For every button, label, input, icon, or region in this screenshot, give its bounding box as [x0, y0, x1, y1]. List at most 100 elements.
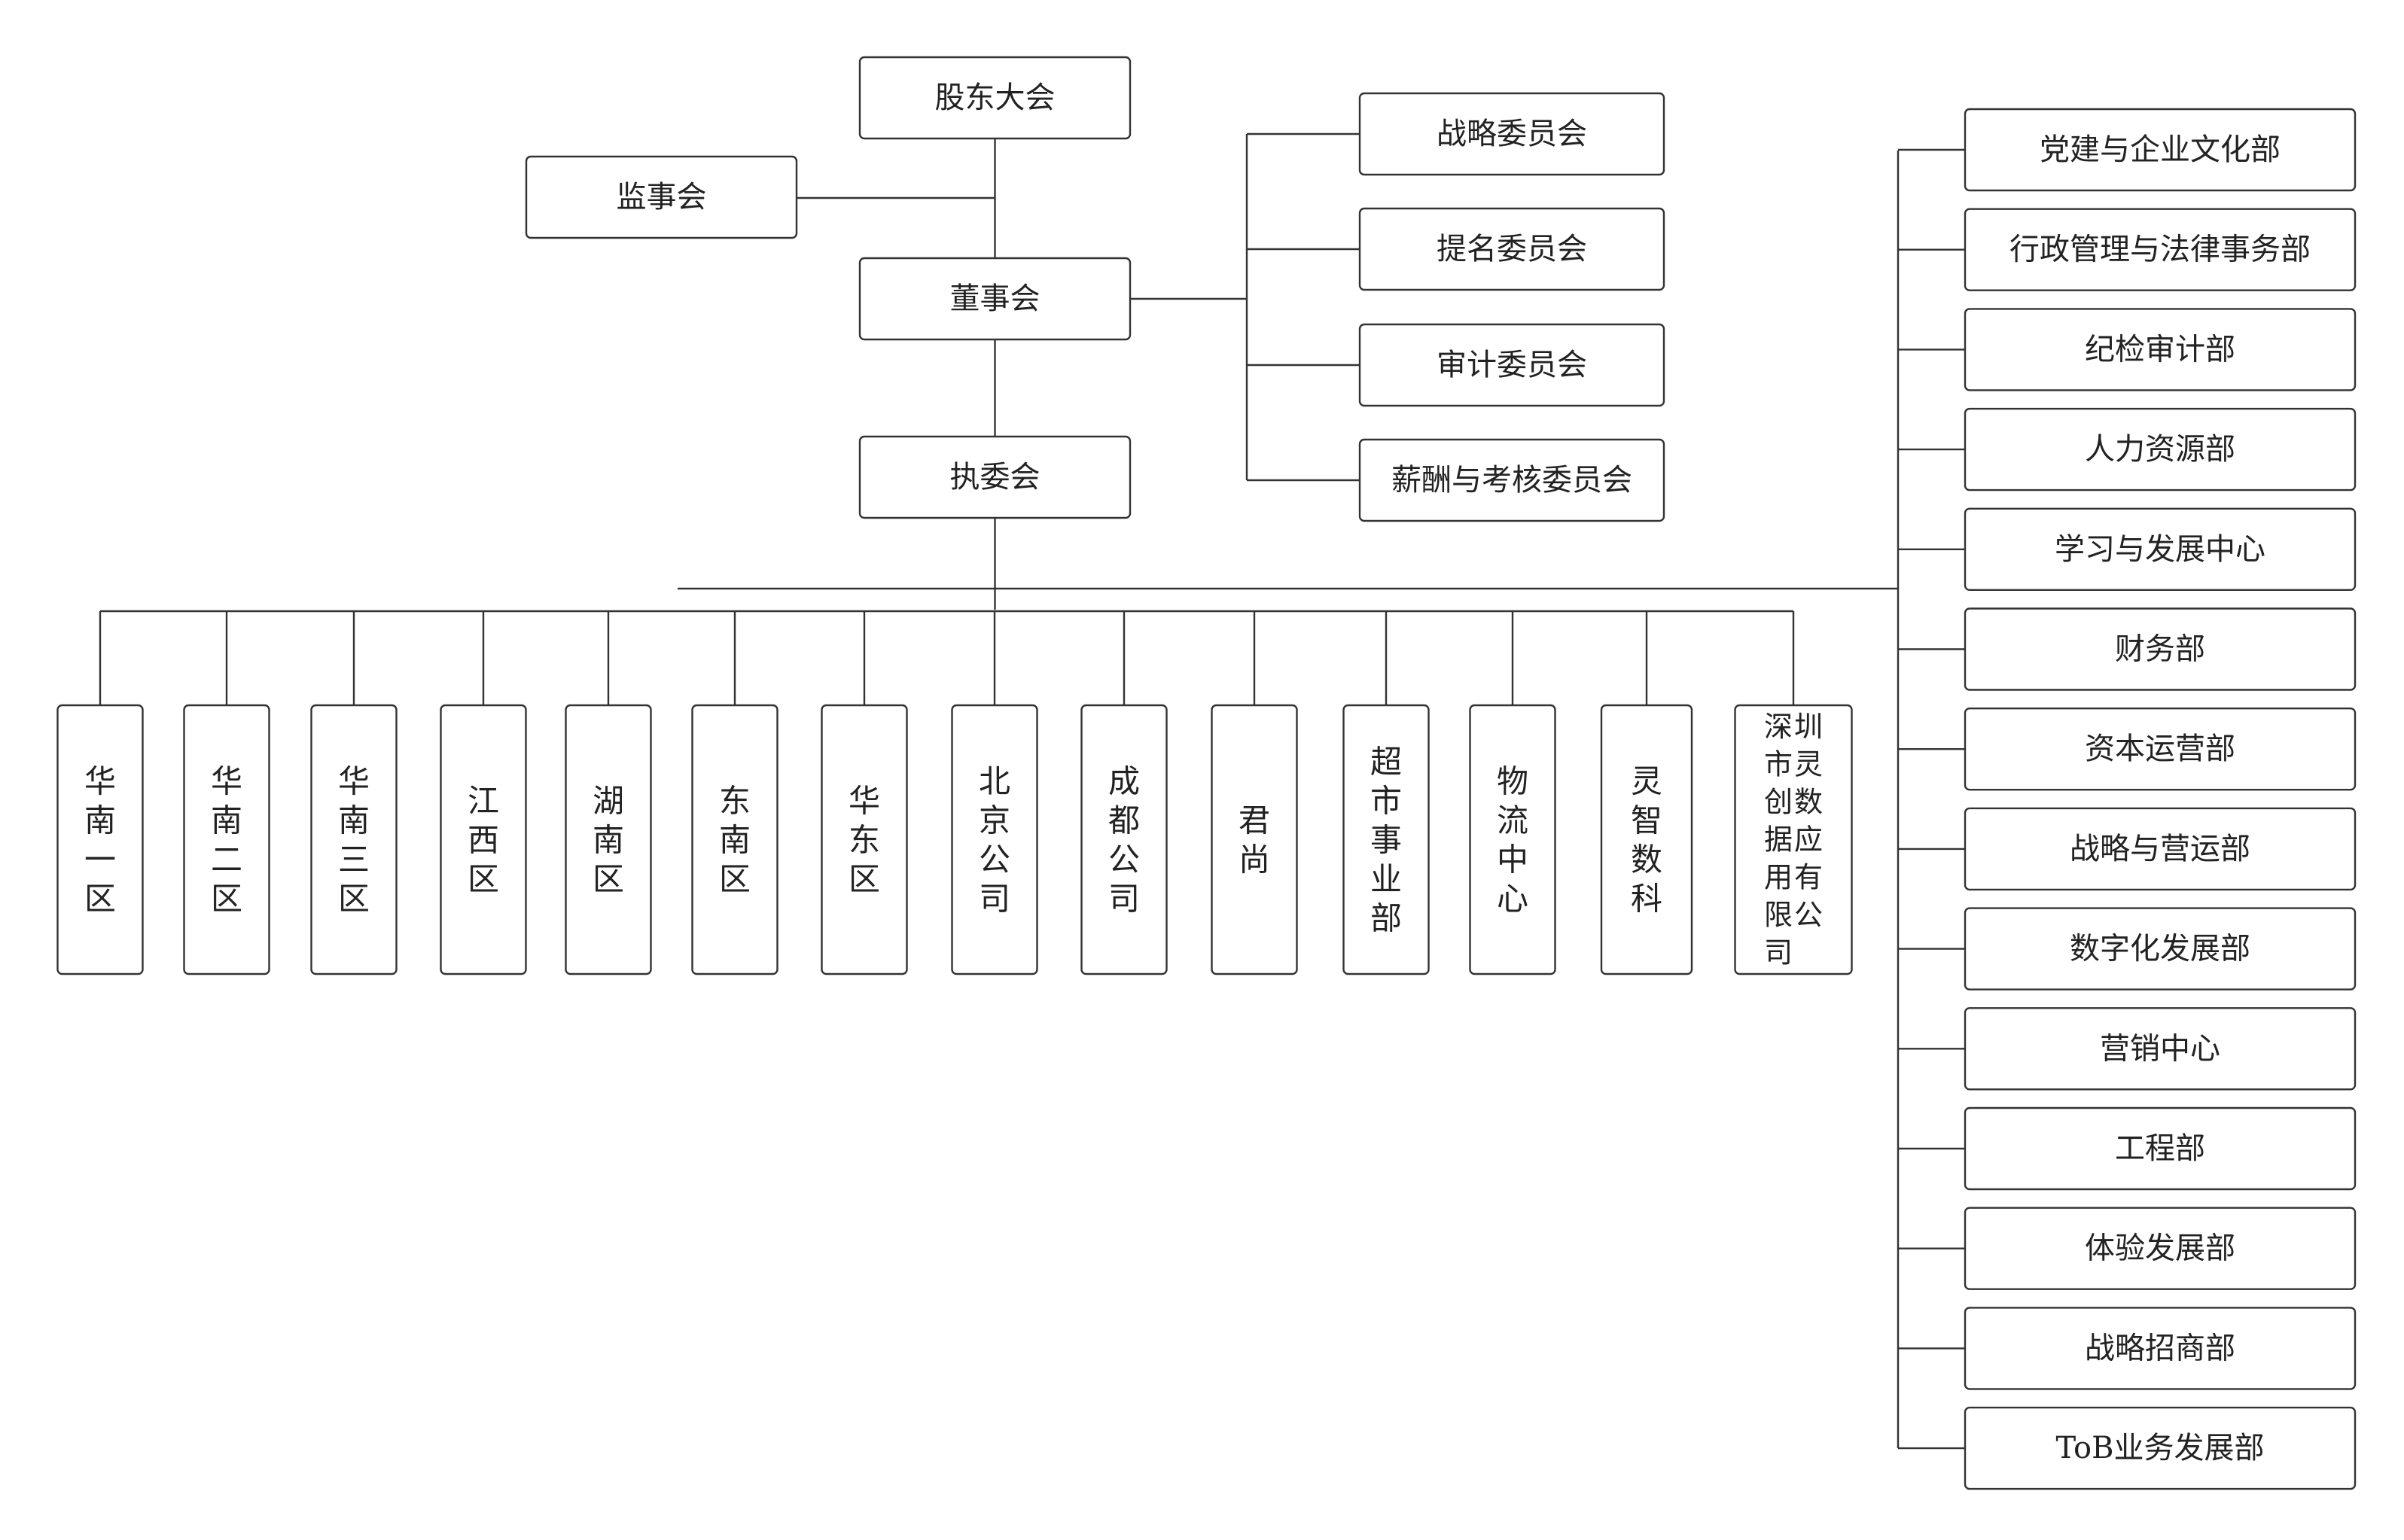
business-unit-7-label: 华东区: [849, 782, 880, 897]
department-9-label: 数字化发展部: [2070, 932, 2250, 966]
business-unit-8: 北京公司: [951, 704, 1038, 975]
shareholders-meeting-label: 股东大会: [935, 81, 1056, 115]
committee-4-box: [1358, 438, 1665, 522]
business-unit-2: 华南二区: [183, 704, 270, 975]
business-unit-5-box: [565, 704, 652, 975]
department-5-label: 学习与发展中心: [2055, 532, 2265, 567]
department-12: 体验发展部: [1964, 1207, 2357, 1290]
board-of-supervisors-box: [525, 155, 798, 239]
department-1: 党建与企业文化部: [1964, 108, 2357, 192]
board-of-supervisors: 监事会: [525, 155, 798, 239]
business-unit-9-box: [1080, 704, 1168, 975]
business-unit-2-label: 华南二区: [211, 762, 242, 917]
business-unit-6-label: 东南区: [719, 782, 751, 897]
committee-4-label: 薪酬与考核委员会: [1391, 463, 1632, 498]
business-unit-2-box: [183, 704, 270, 975]
business-unit-12: 物流中心: [1469, 704, 1556, 975]
department-10-label: 营销中心: [2100, 1031, 2220, 1066]
business-unit-13: 灵智数科: [1600, 704, 1693, 975]
department-4: 人力资源部: [1964, 407, 2357, 492]
department-14-box: [1964, 1406, 2357, 1490]
department-7-label: 资本运营部: [2085, 732, 2235, 766]
department-4-box: [1964, 407, 2357, 492]
business-unit-12-label: 物流中心: [1497, 762, 1528, 917]
committee-3-label: 审计委员会: [1437, 348, 1587, 382]
department-12-box: [1964, 1207, 2357, 1290]
business-unit-5-label: 湖南区: [593, 782, 624, 897]
board-of-supervisors-label: 监事会: [617, 180, 707, 215]
department-12-label: 体验发展部: [2085, 1231, 2235, 1266]
department-6-label: 财务部: [2115, 632, 2205, 667]
business-unit-9-label: 成都公司: [1108, 762, 1140, 917]
department-1-box: [1964, 108, 2357, 192]
business-unit-4-label: 江西区: [468, 782, 499, 897]
business-unit-3: 华南三区: [310, 704, 398, 975]
department-6-box: [1964, 607, 2357, 691]
business-unit-6: 东南区: [691, 704, 778, 975]
department-2-label: 行政管理与法律事务部: [2009, 233, 2311, 267]
department-1-label: 党建与企业文化部: [2040, 132, 2281, 167]
business-unit-8-label: 北京公司: [979, 762, 1010, 917]
business-unit-14: 深圳市灵创数据应用有限公司: [1734, 704, 1853, 975]
department-8-box: [1964, 807, 2357, 891]
committee-2: 提名委员会: [1358, 207, 1665, 291]
shareholders-meeting: 股东大会: [858, 56, 1132, 140]
department-13: 战略招商部: [1964, 1307, 2357, 1390]
business-unit-1-box: [56, 704, 144, 975]
business-unit-4-box: [440, 704, 527, 975]
department-7: 资本运营部: [1964, 708, 2357, 791]
business-unit-12-box: [1469, 704, 1556, 975]
department-5: 学习与发展中心: [1964, 507, 2357, 591]
business-unit-7: 华东区: [821, 704, 908, 975]
department-6: 财务部: [1964, 607, 2357, 691]
board-of-directors-label: 董事会: [950, 282, 1041, 316]
department-8: 战略与营运部: [1964, 807, 2357, 891]
department-9-box: [1964, 907, 2357, 991]
business-unit-1-label: 华南一区: [84, 762, 116, 917]
committee-4: 薪酬与考核委员会: [1358, 438, 1665, 522]
department-10-box: [1964, 1007, 2357, 1091]
business-unit-13-label: 灵智数科: [1631, 762, 1662, 917]
department-8-label: 战略与营运部: [2070, 832, 2250, 866]
shareholders-meeting-box: [858, 56, 1132, 140]
committee-1-label: 战略委员会: [1437, 117, 1587, 151]
executive-committee: 执委会: [858, 435, 1132, 519]
department-2: 行政管理与法律事务部: [1964, 208, 2357, 291]
department-11-label: 工程部: [2115, 1131, 2205, 1166]
department-11-box: [1964, 1106, 2357, 1191]
business-unit-10-box: [1211, 704, 1298, 975]
committee-1-box: [1358, 92, 1665, 176]
business-unit-14-box: [1734, 704, 1853, 975]
department-3-box: [1964, 308, 2357, 391]
business-unit-3-label: 华南三区: [338, 762, 370, 917]
business-unit-4: 江西区: [440, 704, 527, 975]
business-unit-11-label: 超市事业部: [1370, 743, 1402, 936]
department-5-box: [1964, 507, 2357, 591]
executive-committee-label: 执委会: [950, 460, 1041, 495]
department-14-label: ToB业务发展部: [2055, 1431, 2264, 1465]
business-unit-10: 君尚: [1211, 704, 1298, 975]
business-unit-7-box: [821, 704, 908, 975]
committee-3: 审计委员会: [1358, 323, 1665, 407]
business-unit-8-box: [951, 704, 1038, 975]
committee-2-label: 提名委员会: [1437, 232, 1587, 266]
department-2-box: [1964, 208, 2357, 291]
business-unit-10-label: 君尚: [1239, 802, 1270, 878]
department-4-label: 人力资源部: [2085, 432, 2235, 467]
department-9: 数字化发展部: [1964, 907, 2357, 991]
board-of-directors: 董事会: [858, 257, 1132, 341]
business-unit-13-box: [1600, 704, 1693, 975]
business-unit-5: 湖南区: [565, 704, 652, 975]
committee-1: 战略委员会: [1358, 92, 1665, 176]
board-of-directors-box: [858, 257, 1132, 341]
business-unit-11: 超市事业部: [1342, 704, 1430, 975]
department-7-box: [1964, 708, 2357, 791]
business-unit-3-box: [310, 704, 398, 975]
business-unit-6-box: [691, 704, 778, 975]
department-10: 营销中心: [1964, 1007, 2357, 1091]
executive-committee-box: [858, 435, 1132, 519]
department-14: ToB业务发展部: [1964, 1406, 2357, 1490]
committee-3-box: [1358, 323, 1665, 407]
